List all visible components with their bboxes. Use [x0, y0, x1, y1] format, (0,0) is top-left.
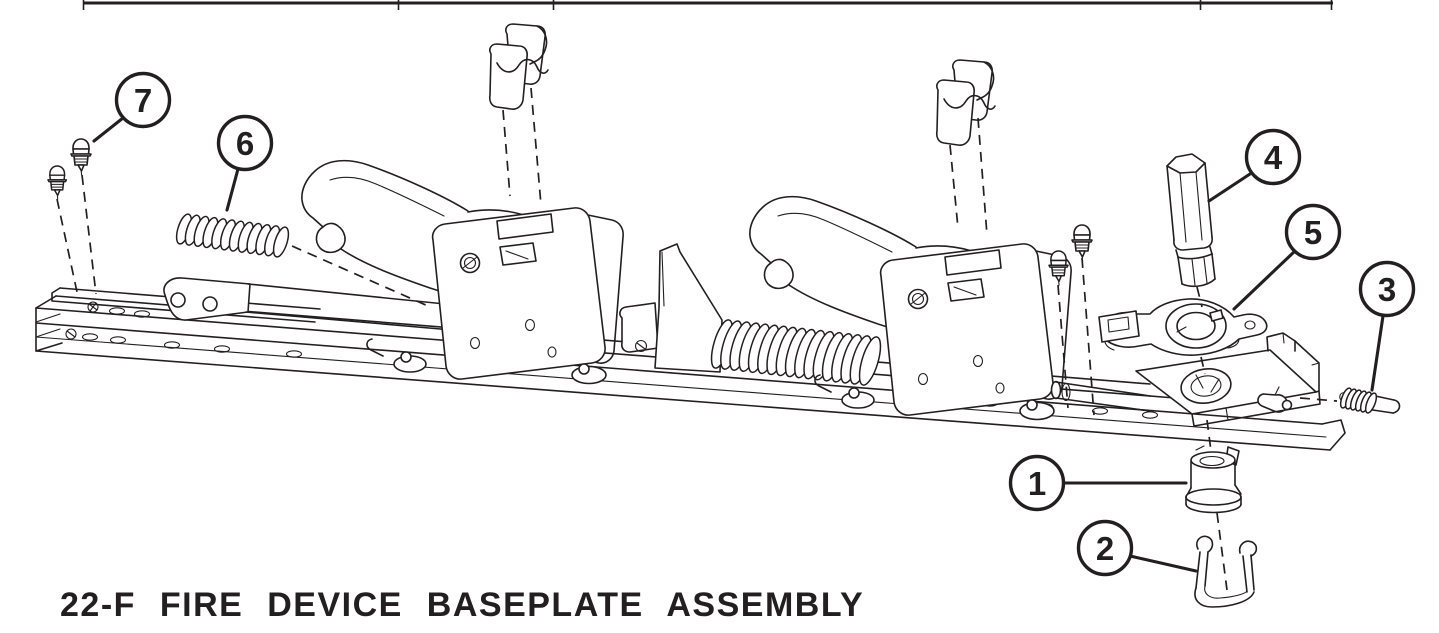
pivot-link-arm — [163, 277, 456, 331]
callout-number-2: 2 — [1096, 530, 1114, 567]
callout-number-6: 6 — [236, 125, 254, 162]
callout-number-7: 7 — [134, 82, 152, 119]
balloon-circle-2 — [1076, 519, 1134, 577]
hex-standoff-item4 — [1166, 153, 1216, 288]
balloon-circle-4 — [1244, 128, 1302, 186]
balloon-circle-5 — [1284, 203, 1342, 261]
bushing-item1 — [1185, 445, 1242, 514]
latch-mechanism-right — [749, 195, 1151, 421]
callout-4: 4 — [1207, 128, 1302, 203]
compression-spring-item6 — [175, 213, 290, 258]
balloon-circle-7 — [114, 71, 172, 129]
set-screw-right-b — [1071, 224, 1093, 262]
callout-2: 2 — [1076, 519, 1198, 577]
balloon-circle-6 — [216, 114, 274, 172]
cable-clip-right — [935, 59, 996, 146]
spring-pin-item3 — [1339, 387, 1401, 414]
callout-number-4: 4 — [1264, 139, 1283, 176]
callout-5: 5 — [1232, 203, 1342, 311]
callout-number-3: 3 — [1378, 271, 1396, 308]
set-screw-left-b — [70, 138, 92, 176]
set-screw-left-a — [47, 165, 68, 200]
dashed-alignment-lines — [56, 87, 1338, 591]
balloon-circle-1 — [1008, 454, 1066, 512]
callout-number-5: 5 — [1304, 214, 1322, 251]
figure-title: 22-F FIRE DEVICE BASEPLATE ASSEMBLY — [60, 586, 865, 624]
callout-3: 3 — [1358, 260, 1416, 392]
table-border-fragment — [82, 0, 1333, 10]
baseplate-end-plate — [1098, 310, 1321, 427]
center-anchor-bracket — [619, 243, 723, 373]
cam-lever-item5 — [1099, 298, 1268, 356]
callout-6: 6 — [216, 114, 274, 212]
balloon-circle-3 — [1358, 260, 1416, 318]
actuator-rod — [1050, 380, 1151, 412]
set-screw-right-a — [1048, 250, 1069, 286]
callout-7: 7 — [92, 71, 172, 143]
latch-mechanism-left — [301, 159, 624, 385]
cable-clip-left — [488, 23, 549, 110]
main-tension-spring — [710, 319, 882, 386]
callout-number-1: 1 — [1028, 465, 1046, 502]
spring-clip-item2 — [1194, 535, 1258, 608]
callout-1: 1 — [1008, 454, 1188, 512]
